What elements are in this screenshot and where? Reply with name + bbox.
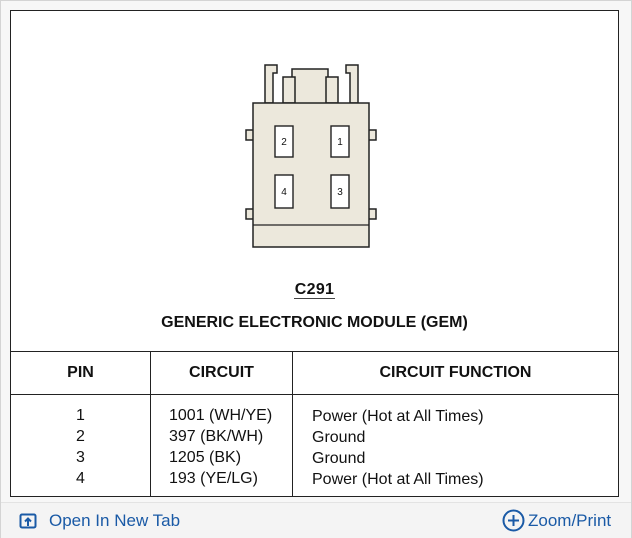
connector-diagram: 2 1 4 3 xyxy=(245,64,377,248)
latch-left xyxy=(264,64,278,104)
connector-figure: 2 1 4 3 C291 GENERIC ELECTRONIC MODULE (… xyxy=(10,10,619,497)
table-row-3-function: Ground xyxy=(312,450,366,467)
header-divider xyxy=(11,394,618,395)
column-header-function: CIRCUIT FUNCTION xyxy=(379,364,532,381)
table-row-2-pin: 2 xyxy=(76,428,85,445)
column-divider xyxy=(150,352,151,497)
table-row-1-function: Power (Hot at All Times) xyxy=(312,408,484,425)
pin-slot xyxy=(274,125,294,158)
zoom-print-label: Zoom/Print xyxy=(528,510,612,530)
pin-label: 2 xyxy=(281,137,287,148)
table-row-2-function: Ground xyxy=(312,429,366,446)
pin-label: 3 xyxy=(337,187,343,198)
connector-name: GENERIC ELECTRONIC MODULE (GEM) xyxy=(161,314,468,331)
pin-label: 4 xyxy=(281,187,287,198)
open-in-new-tab-label: Open In New Tab xyxy=(49,510,181,530)
pin-label: 1 xyxy=(337,137,343,148)
table-row-4-pin: 4 xyxy=(76,470,85,487)
table-row-4-circuit: 193 (YE/LG) xyxy=(169,470,258,487)
connector-key xyxy=(291,68,329,106)
column-header-circuit: CIRCUIT xyxy=(189,364,254,381)
connector-id: C291 xyxy=(293,281,336,299)
table-row-1-circuit: 1001 (WH/YE) xyxy=(169,407,273,424)
column-header-pin: PIN xyxy=(67,364,94,381)
pin-slot xyxy=(330,125,350,158)
table-row-2-circuit: 397 (BK/WH) xyxy=(169,428,264,445)
table-row-3-circuit: 1205 (BK) xyxy=(169,449,242,466)
latch-right xyxy=(345,64,359,104)
pin-slot xyxy=(274,174,294,209)
open-in-new-tab-icon xyxy=(19,512,37,530)
pin-slot xyxy=(330,174,350,209)
connector-id-wrap: C291 xyxy=(11,281,618,299)
image-toolbar: Open In New Tab Zoom/Print xyxy=(1,502,631,538)
zoom-print-button[interactable]: Zoom/Print xyxy=(502,503,611,538)
open-in-new-tab-button[interactable]: Open In New Tab xyxy=(19,503,180,538)
column-divider xyxy=(292,352,293,497)
table-row-3-pin: 3 xyxy=(76,449,85,466)
pinout-table: PIN CIRCUIT CIRCUIT FUNCTION 1 1001 (WH/… xyxy=(11,351,618,497)
table-row-4-function: Power (Hot at All Times) xyxy=(312,471,484,488)
table-row-1-pin: 1 xyxy=(76,407,85,424)
zoom-plus-icon xyxy=(502,509,525,532)
